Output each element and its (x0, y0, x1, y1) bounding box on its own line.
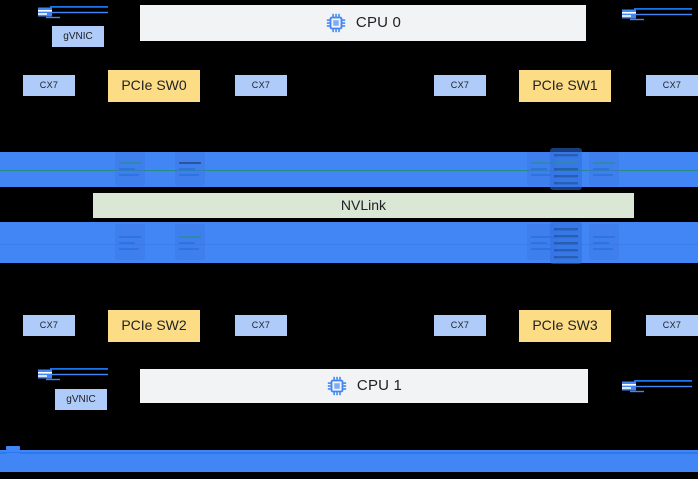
pcie-switch-label-1: PCIe SW1 (532, 77, 598, 94)
cpu-label-1: CPU 1 (356, 376, 403, 394)
network-card-icon-bottom-left (38, 368, 108, 381)
cpu-chip-icon-0 (326, 13, 346, 33)
network-stack-icon (6, 446, 36, 471)
gpu-band-top-divider (0, 170, 698, 171)
pcie-switch-1[interactable]: PCIe SW1 (519, 70, 611, 102)
cx7-label-bottom-2: CX7 (450, 319, 470, 330)
cpu-panel-0[interactable]: CPU 0 (140, 5, 586, 41)
gvnic-label-top: gVNIC (63, 31, 93, 42)
cx7-label-top-1: CX7 (251, 79, 271, 90)
cx7-box-top-2[interactable]: CX7 (434, 75, 486, 96)
network-card-icon-top-right (622, 8, 692, 21)
pcie-switch-3[interactable]: PCIe SW3 (519, 310, 611, 342)
cx7-box-top-1[interactable]: CX7 (235, 75, 287, 96)
network-bar-top-line (0, 452, 698, 454)
gpu-icon-top-e (589, 152, 619, 186)
cx7-box-top-3[interactable]: CX7 (646, 75, 698, 96)
cx7-box-bottom-2[interactable]: CX7 (434, 315, 486, 336)
gvnic-label-bottom: gVNIC (66, 394, 96, 405)
cx7-label-top-0: CX7 (39, 79, 59, 90)
pcie-switch-2[interactable]: PCIe SW2 (108, 310, 200, 342)
gpu-icon-bottom-a (115, 224, 145, 260)
cx7-label-top-3: CX7 (662, 79, 682, 90)
gvnic-box-bottom[interactable]: gVNIC (55, 389, 107, 410)
gpu-icon-top-b (175, 152, 205, 186)
gpu-icon-bottom-d (550, 222, 582, 264)
network-card-icon-bottom-right (622, 380, 692, 393)
gpu-icon-bottom-c (527, 224, 557, 260)
cx7-box-top-0[interactable]: CX7 (23, 75, 75, 96)
gpu-icon-top-c (527, 152, 557, 186)
network-bar[interactable] (0, 450, 698, 472)
gpu-band-bottom-divider (0, 244, 698, 245)
pcie-switch-label-0: PCIe SW0 (121, 77, 187, 94)
gpu-icon-bottom-e (589, 224, 619, 260)
pcie-switch-label-2: PCIe SW2 (121, 317, 187, 334)
pcie-switch-label-3: PCIe SW3 (532, 317, 598, 334)
cx7-box-bottom-0[interactable]: CX7 (23, 315, 75, 336)
cx7-box-bottom-3[interactable]: CX7 (646, 315, 698, 336)
gpu-icon-bottom-b (175, 224, 205, 260)
gvnic-box-top[interactable]: gVNIC (52, 26, 104, 47)
cx7-label-bottom-3: CX7 (662, 319, 682, 330)
network-card-icon-top-left (38, 6, 108, 19)
cx7-box-bottom-1[interactable]: CX7 (235, 315, 287, 336)
cx7-label-bottom-0: CX7 (39, 319, 59, 330)
cx7-label-bottom-1: CX7 (251, 319, 271, 330)
gpu-icon-top-a (115, 152, 145, 186)
cpu-label-0: CPU 0 (355, 13, 402, 31)
nvlink-label: NVLink (340, 196, 387, 213)
cpu-panel-1[interactable]: CPU 1 (140, 369, 588, 403)
pcie-switch-0[interactable]: PCIe SW0 (108, 70, 200, 102)
nvlink-bar[interactable]: NVLink (93, 193, 634, 218)
cx7-label-top-2: CX7 (450, 79, 470, 90)
gpu-icon-top-d (550, 148, 582, 190)
cpu-chip-icon-1 (327, 376, 347, 396)
